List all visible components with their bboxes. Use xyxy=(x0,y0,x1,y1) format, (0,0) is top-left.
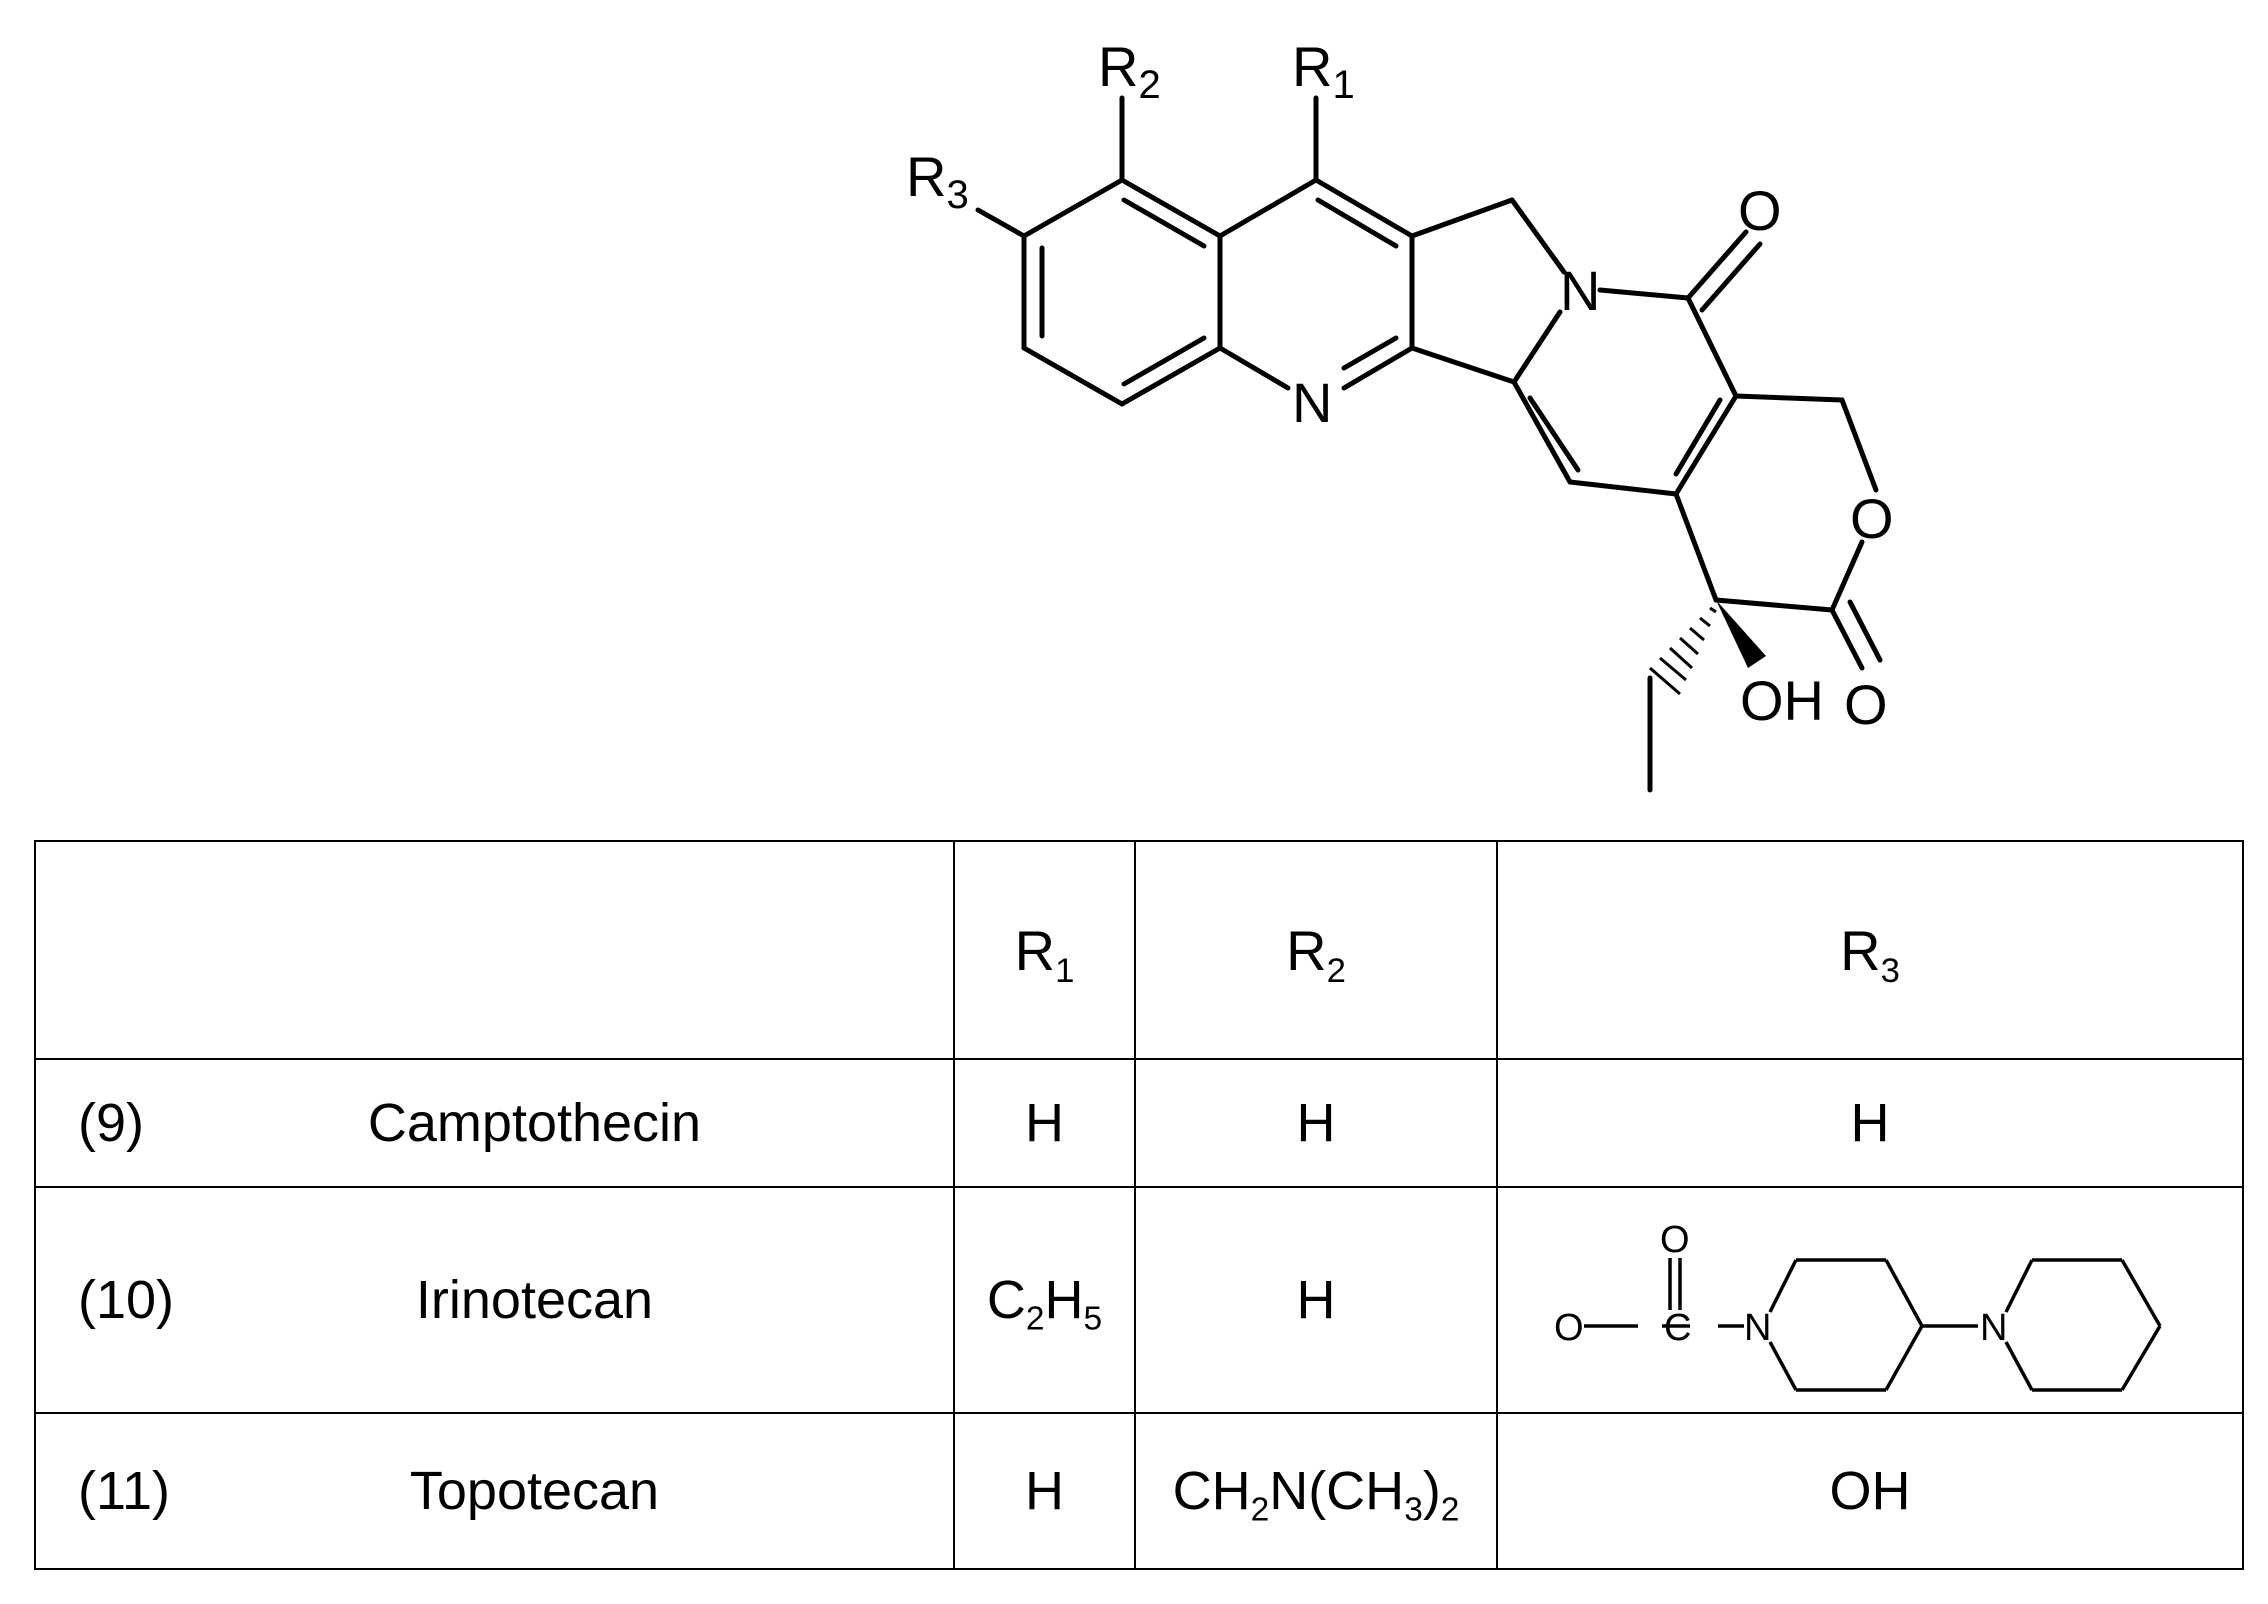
r3-value: H xyxy=(1496,1058,2244,1188)
substituent-table: R1 R2 R3 (9) Camptothecin H H H (10) Iri… xyxy=(34,840,2244,1570)
o-ester-label: O xyxy=(1554,1307,1584,1349)
n1-label: N xyxy=(1744,1307,1771,1349)
r2-value: CH2N(CH3)2 xyxy=(1134,1412,1498,1570)
r2-value: H xyxy=(1134,1186,1498,1414)
atom-label-n-lactam: N xyxy=(1560,259,1600,322)
header-r1: R1 xyxy=(953,840,1136,1060)
camptothecin-structure: R2 R1 R3 N N O O O OH xyxy=(906,35,1894,793)
r1-value: H xyxy=(953,1412,1136,1570)
atom-label-n-pyridine: N xyxy=(1292,371,1332,434)
r1-value: H xyxy=(953,1058,1136,1188)
atom-label-oh: OH xyxy=(1740,669,1824,732)
compound-name: Topotecan xyxy=(409,1461,660,1521)
atom-label-r2: R2 xyxy=(1098,35,1161,107)
compound-cell: (9) Camptothecin xyxy=(34,1058,955,1188)
table-header-row: R1 R2 R3 xyxy=(34,840,2244,1060)
compound-name: Irinotecan xyxy=(415,1270,654,1330)
table-row-camptothecin: (9) Camptothecin H H H xyxy=(34,1058,2244,1188)
bipiperidine-carbonyloxy-structure: O O C N N xyxy=(1554,1219,2162,1392)
compound-number: (9) xyxy=(78,1093,144,1153)
compound-cell: (11) Topotecan xyxy=(34,1412,955,1570)
r3-value: OH xyxy=(1496,1412,2244,1570)
compound-name: Camptothecin xyxy=(367,1093,702,1153)
header-empty-cell xyxy=(34,840,955,1060)
o-carbonyl-label: O xyxy=(1660,1219,1690,1261)
r3-value: O O C N N xyxy=(1496,1186,2244,1414)
atom-label-o-ring: O xyxy=(1850,487,1894,550)
header-r3: R3 xyxy=(1496,840,2244,1060)
atom-label-o-ketone: O xyxy=(1738,179,1782,242)
compound-number: (10) xyxy=(78,1270,175,1330)
atom-label-r3: R3 xyxy=(906,145,969,217)
atom-label-o-lactone: O xyxy=(1844,673,1888,736)
c-label: C xyxy=(1664,1307,1691,1349)
atom-label-r1: R1 xyxy=(1292,35,1355,107)
n2-label: N xyxy=(1980,1307,2007,1349)
compound-number: (11) xyxy=(78,1461,171,1521)
table-row-irinotecan: (10) Irinotecan C2H5 H xyxy=(34,1186,2244,1414)
compound-cell: (10) Irinotecan xyxy=(34,1186,955,1414)
table-row-topotecan: (11) Topotecan H CH2N(CH3)2 OH xyxy=(34,1412,2244,1570)
header-r2: R2 xyxy=(1134,840,1498,1060)
r2-value: H xyxy=(1134,1058,1498,1188)
r1-value: C2H5 xyxy=(953,1186,1136,1414)
